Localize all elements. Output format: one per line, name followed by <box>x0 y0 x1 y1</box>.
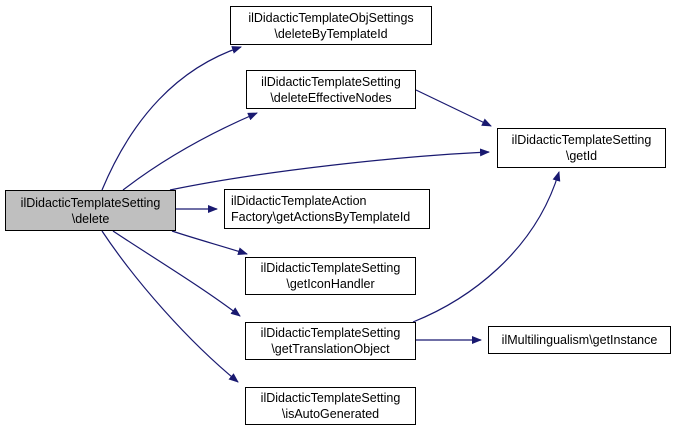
node-deleteEffectiveNodes-label-line2: \deleteEffectiveNodes <box>270 90 392 105</box>
node-isAutoGenerated[interactable]: ilDidacticTemplateSetting \isAutoGenerat… <box>245 387 416 425</box>
node-deleteEffectiveNodes-label-line1: ilDidacticTemplateSetting <box>261 74 401 89</box>
node-delete-label-line2: \delete <box>71 211 110 226</box>
node-getIconHandler-label-line1: ilDidacticTemplateSetting <box>260 261 401 275</box>
node-getId[interactable]: ilDidacticTemplateSetting \getId <box>497 128 666 168</box>
node-getInstance[interactable]: ilMultilingualism\getInstance <box>488 326 671 354</box>
node-getTranslationObject[interactable]: ilDidacticTemplateSetting \getTranslatio… <box>245 322 416 360</box>
node-isAutoGenerated-label-line2: \isAutoGenerated <box>281 407 380 421</box>
edge-delete-to-getTranslationObject <box>112 230 241 317</box>
node-getId-label-line1: ilDidacticTemplateSetting <box>511 133 652 147</box>
edge-delete-to-deleteEffectiveNodes <box>122 112 258 191</box>
edge-delete-to-deleteByTemplateId <box>101 46 242 191</box>
node-getTranslationObject-label-line1: ilDidacticTemplateSetting <box>260 326 401 340</box>
node-getInstance-label-line1: ilMultilingualism\getInstance <box>501 333 658 347</box>
node-deleteByTemplateId-label-line1: ilDidacticTemplateObjSettings <box>248 10 414 25</box>
edge-deleteEffectiveNodes-to-getId <box>415 89 492 127</box>
node-isAutoGenerated-label-line1: ilDidacticTemplateSetting <box>260 391 401 405</box>
node-getActionsByTemplateId[interactable]: ilDidacticTemplateAction Factory\getActi… <box>224 189 430 229</box>
node-deleteByTemplateId[interactable]: ilDidacticTemplateObjSettings \deleteByT… <box>230 6 432 45</box>
node-getId-label-line2: \getId <box>565 149 598 163</box>
edge-getTranslationObject-to-getId <box>412 171 561 323</box>
node-delete[interactable]: ilDidacticTemplateSetting \delete <box>5 190 176 231</box>
edge-delete-to-getIconHandler <box>171 230 248 256</box>
edge-delete-to-isAutoGenerated <box>101 230 239 383</box>
node-getActionsByTemplateId-label-line2: Factory\getActionsByTemplateId <box>231 210 411 224</box>
node-delete-label-line1: ilDidacticTemplateSetting <box>20 195 161 210</box>
node-getIconHandler-label-line2: \getIconHandler <box>286 277 375 291</box>
edge-delete-to-getId <box>169 148 490 191</box>
node-getTranslationObject-label-line2: \getTranslationObject <box>271 342 390 356</box>
node-getIconHandler[interactable]: ilDidacticTemplateSetting \getIconHandle… <box>245 257 416 295</box>
node-deleteEffectiveNodes[interactable]: ilDidacticTemplateSetting \deleteEffecti… <box>246 70 416 109</box>
node-deleteByTemplateId-label-line2: \deleteByTemplateId <box>274 26 388 41</box>
node-getActionsByTemplateId-label-line1: ilDidacticTemplateAction <box>231 194 367 208</box>
